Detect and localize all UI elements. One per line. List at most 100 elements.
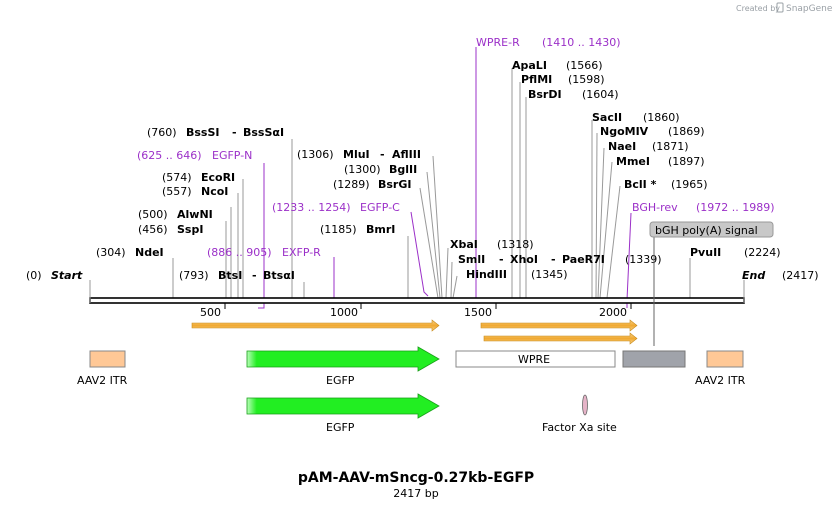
- feature-bgh-polya-label[interactable]: bGH poly(A) signal: [655, 224, 758, 237]
- site-bglii-pos: (1300): [344, 163, 381, 176]
- feature-aav2-itr-right[interactable]: [706, 350, 744, 368]
- site-ngomiv[interactable]: NgoMIV: [600, 125, 649, 138]
- site-bsrdi-pos: (1604): [582, 88, 619, 101]
- site-ndei-pos: (304): [96, 246, 126, 259]
- feature-egfp-2[interactable]: [246, 393, 440, 419]
- snapgene-logo-icon: [776, 2, 784, 13]
- site-ecori[interactable]: EcoRI: [201, 171, 235, 184]
- site-pflmi[interactable]: PflMI: [521, 73, 552, 86]
- end-pos: (2417): [782, 269, 819, 282]
- site-bsssai[interactable]: BssSαI: [243, 126, 284, 139]
- site-sspi-pos: (456): [138, 223, 168, 236]
- site-paer7i[interactable]: PaeR7I: [562, 253, 605, 266]
- scale-ticks: [224, 303, 632, 309]
- primer-wpre-r[interactable]: WPRE-R: [476, 36, 520, 49]
- site-bglii[interactable]: BglII: [389, 163, 417, 176]
- feature-egfp-1-label: EGFP: [326, 374, 355, 387]
- site-separator: -: [232, 126, 237, 139]
- site-apali-pos: (1566): [566, 59, 603, 72]
- site-separator: -: [380, 148, 385, 161]
- primer-egfp-n[interactable]: EGFP-N: [212, 149, 252, 162]
- site-ncoi-pos: (557): [162, 185, 192, 198]
- site-bsrgi[interactable]: BsrGI: [378, 178, 411, 191]
- site-sspi[interactable]: SspI: [177, 223, 203, 236]
- primer-egfp-n-range: (625 .. 646): [137, 149, 202, 162]
- primer-leaders: [258, 47, 632, 309]
- dna-backbone: [89, 297, 745, 304]
- site-btsi-pos: (793): [179, 269, 209, 282]
- site-sacii[interactable]: SacII: [592, 111, 622, 124]
- start-label[interactable]: Start: [51, 269, 83, 282]
- primer-wpre-r-range: (1410 .. 1430): [542, 36, 621, 49]
- primer-bgh-rev-range: (1972 .. 1989): [696, 201, 775, 214]
- site-ngomiv-pos: (1869): [668, 125, 705, 138]
- site-ncoi[interactable]: NcoI: [201, 185, 228, 198]
- end-label[interactable]: End: [742, 269, 765, 282]
- feature-factor-xa-site[interactable]: [582, 394, 588, 416]
- site-alwni-pos: (500): [138, 208, 168, 221]
- site-afliii[interactable]: AflIII: [392, 148, 421, 161]
- site-pvuii-pos: (2224): [744, 246, 781, 259]
- site-xhoi[interactable]: XhoI: [510, 253, 538, 266]
- site-btsai[interactable]: BtsαI: [263, 269, 295, 282]
- site-alwni[interactable]: AlwNI: [177, 208, 213, 221]
- feature-aav2-itr-left[interactable]: [89, 350, 126, 368]
- site-bmri-pos: (1185): [320, 223, 357, 236]
- site-mmei-pos: (1897): [668, 155, 705, 168]
- tick-500: 500: [200, 306, 221, 319]
- site-bsrgi-pos: (1289): [333, 178, 370, 191]
- site-naei-pos: (1871): [652, 140, 689, 153]
- site-pvuii[interactable]: PvuII: [690, 246, 721, 259]
- primer-egfp-c[interactable]: EGFP-C: [360, 201, 400, 214]
- credit-prefix: Created by: [736, 4, 780, 13]
- orf-arrow-1[interactable]: [191, 319, 440, 332]
- feature-bgh-polya[interactable]: [622, 350, 686, 368]
- site-xbai[interactable]: XbaI: [450, 238, 478, 251]
- site-bsrdi[interactable]: BsrDI: [528, 88, 562, 101]
- site-xbai-pos: (1318): [497, 238, 534, 251]
- site-apali[interactable]: ApaLI: [512, 59, 547, 72]
- primer-egfp-c-range: (1233 .. 1254): [272, 201, 351, 214]
- site-bsssi[interactable]: BssSI: [186, 126, 220, 139]
- map-title: pAM-AAV-mSncg-0.27kb-EGFP: [298, 470, 534, 486]
- feature-aav2-itr-left-label: AAV2 ITR: [77, 374, 128, 387]
- site-hindiii[interactable]: HindIII: [466, 268, 507, 281]
- primer-bgh-rev[interactable]: BGH-rev: [632, 201, 678, 214]
- start-pos: (0): [26, 269, 42, 282]
- polya-label-box: [649, 221, 774, 238]
- primer-exfp-r[interactable]: EXFP-R: [282, 246, 321, 259]
- site-separator: -: [252, 269, 257, 282]
- site-ecori-pos: (574): [162, 171, 192, 184]
- site-smli[interactable]: SmlI: [458, 253, 485, 266]
- feature-egfp-1[interactable]: [246, 346, 440, 372]
- credit-brand: SnapGene: [786, 4, 833, 14]
- site-pflmi-pos: (1598): [568, 73, 605, 86]
- site-sacii-pos: (1860): [643, 111, 680, 124]
- orf-arrow-3[interactable]: [483, 332, 638, 345]
- site-naei[interactable]: NaeI: [608, 140, 636, 153]
- site-mlui[interactable]: MluI: [343, 148, 370, 161]
- feature-wpre-label: WPRE: [518, 353, 550, 366]
- site-separator: -: [551, 253, 556, 266]
- feature-aav2-itr-right-label: AAV2 ITR: [695, 374, 746, 387]
- site-paer7i-pos: (1339): [625, 253, 662, 266]
- tick-1000: 1000: [330, 306, 358, 319]
- site-hindiii-pos: (1345): [531, 268, 568, 281]
- feature-egfp-2-label: EGFP: [326, 421, 355, 434]
- primer-exfp-r-range: (886 .. 905): [207, 246, 272, 259]
- site-leaders: [172, 68, 691, 299]
- site-bcli-pos: (1965): [671, 178, 708, 191]
- site-btsi[interactable]: BtsI: [218, 269, 242, 282]
- site-bmri[interactable]: BmrI: [366, 223, 395, 236]
- tick-2000: 2000: [599, 306, 627, 319]
- site-bcli[interactable]: BclI *: [624, 178, 657, 191]
- site-ndei[interactable]: NdeI: [135, 246, 164, 259]
- site-mlui-pos: (1306): [297, 148, 334, 161]
- map-subtitle: 2417 bp: [393, 487, 438, 500]
- feature-wpre[interactable]: [455, 350, 616, 368]
- feature-factor-xa-label: Factor Xa site: [542, 421, 617, 434]
- site-separator: -: [499, 253, 504, 266]
- orf-arrow-2[interactable]: [480, 319, 638, 332]
- site-mmei[interactable]: MmeI: [616, 155, 650, 168]
